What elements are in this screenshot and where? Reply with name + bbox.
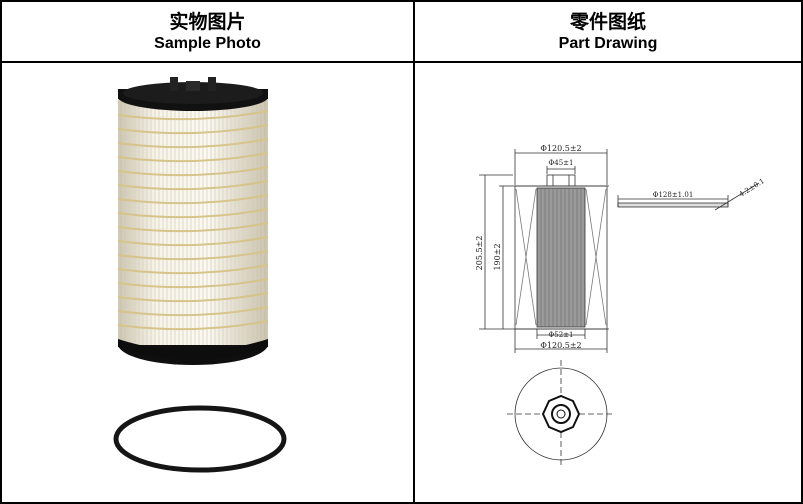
bottom-view-hub <box>541 394 581 434</box>
support-cord <box>117 110 269 331</box>
gasket-section <box>617 202 729 208</box>
part-drawing-header: 零件图纸 Part Drawing <box>415 2 801 61</box>
top-border <box>0 0 803 2</box>
top-nozzle <box>546 174 576 187</box>
part-drawing-title-en: Part Drawing <box>558 34 658 52</box>
media-hatch-right <box>585 188 607 326</box>
gasket-leader <box>714 182 760 211</box>
gasket-thickness-label: 4.2±0.1 <box>738 177 766 199</box>
column-divider <box>413 0 415 504</box>
right-border <box>801 0 803 504</box>
filter-element-photo <box>117 77 269 365</box>
o-ring-photo <box>113 405 287 473</box>
sample-photo <box>113 77 287 473</box>
part-drawing: Φ120.5±2 Φ45±1 Φ128±1.01 4.2±0.1 205.5±2… <box>475 144 766 468</box>
gasket-dia-label: Φ128±1.01 <box>653 191 694 199</box>
left-border <box>0 0 2 504</box>
sample-photo-title-zh: 实物图片 <box>169 10 246 33</box>
sample-photo-title-en: Sample Photo <box>154 34 261 52</box>
overall-height-label: 205.5±2 <box>475 236 484 271</box>
inner-dia-bottom-label: Φ52±1 <box>549 331 574 339</box>
inner-height-label: 190±2 <box>493 243 502 270</box>
outer-dia-bottom-label: Φ120.5±2 <box>540 341 581 350</box>
media-hatch-left <box>515 188 537 326</box>
top-tab <box>170 77 178 91</box>
sample-photo-header: 实物图片 Sample Photo <box>2 2 413 61</box>
outer-dia-top-label: Φ120.5±2 <box>540 144 581 153</box>
part-drawing-title-zh: 零件图纸 <box>569 10 646 33</box>
header-divider <box>0 61 803 63</box>
inner-dia-top-label: Φ45±1 <box>549 159 574 167</box>
bottom-border <box>0 502 803 504</box>
